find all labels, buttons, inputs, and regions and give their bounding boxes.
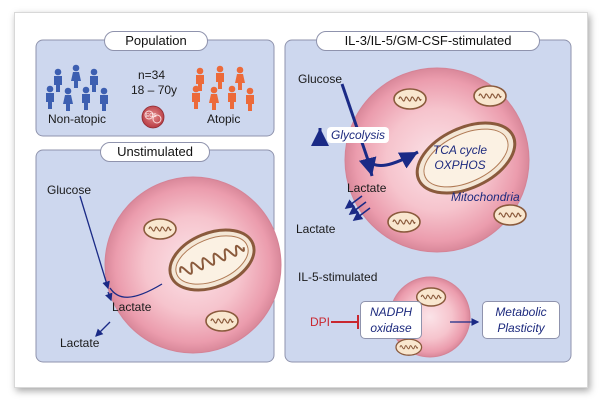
il5-title: IL-5-stimulated (298, 270, 378, 284)
stim-lactate-inner-label: Lactate (347, 181, 387, 195)
metabolic-plasticity-box: Metabolic Plasticity (482, 301, 560, 339)
plasticity-line2: Plasticity (497, 321, 545, 335)
tca-cycle-label: TCA cycle (432, 143, 488, 157)
mitochondrion-small-icon (473, 85, 507, 107)
mitochondrion-small-icon (493, 204, 527, 226)
plasticity-line1: Metabolic (495, 305, 547, 319)
eosinophil-badge-text: EOS (146, 113, 157, 119)
unstim-lactate-inner-label: Lactate (112, 300, 152, 314)
stim-glucose-label: Glucose (298, 72, 343, 86)
atopic-label: Atopic (207, 112, 241, 126)
glucose-arrow (79, 195, 110, 290)
mitochondrion-large-icon (415, 121, 517, 195)
nadph-oxidase-box: NADPH oxidase (360, 301, 422, 339)
non-atopic-label: Non-atopic (48, 112, 107, 126)
lactate-out-arrow (95, 321, 111, 337)
eosinophil-badge-icon (141, 105, 165, 129)
stimulated-title: IL-3/IL-5/GM-CSF-stimulated (316, 31, 540, 51)
sample-size: n=34 (138, 68, 166, 82)
lactate-export-arrows-icon (344, 195, 371, 221)
age-range: 18 – 70y (131, 83, 178, 97)
lactate-arrow (105, 291, 113, 302)
stim-lactate-outer-label: Lactate (296, 222, 336, 236)
unstim-lactate-outer-label: Lactate (60, 336, 100, 350)
mitochondrion-small-icon (205, 310, 239, 332)
population-title: Population (104, 31, 208, 51)
glycolysis-label: Glycolysis (327, 127, 390, 143)
oxphos-label: OXPHOS (434, 158, 486, 172)
mitochondrion-small-icon (393, 88, 427, 110)
unstim-glucose-label: Glucose (47, 183, 92, 197)
glycolysis-arrow (340, 83, 370, 161)
glucose-to-mito-curve (109, 283, 163, 298)
mitochondrion-small-icon (387, 211, 421, 233)
mitochondrion-large-icon (168, 228, 256, 292)
mitochondrion-small-icon (143, 218, 177, 240)
dpi-label: DPI (310, 315, 331, 329)
mitochondria-label: Mitochondria (451, 190, 520, 204)
inhibitor-icon (331, 315, 359, 329)
lactate-arrow (358, 156, 377, 177)
unstimulated-title: Unstimulated (100, 142, 210, 162)
mitochondrion-small-icon (395, 338, 423, 356)
nadph-line1: NADPH (369, 305, 412, 319)
nadph-line2: oxidase (370, 321, 412, 335)
